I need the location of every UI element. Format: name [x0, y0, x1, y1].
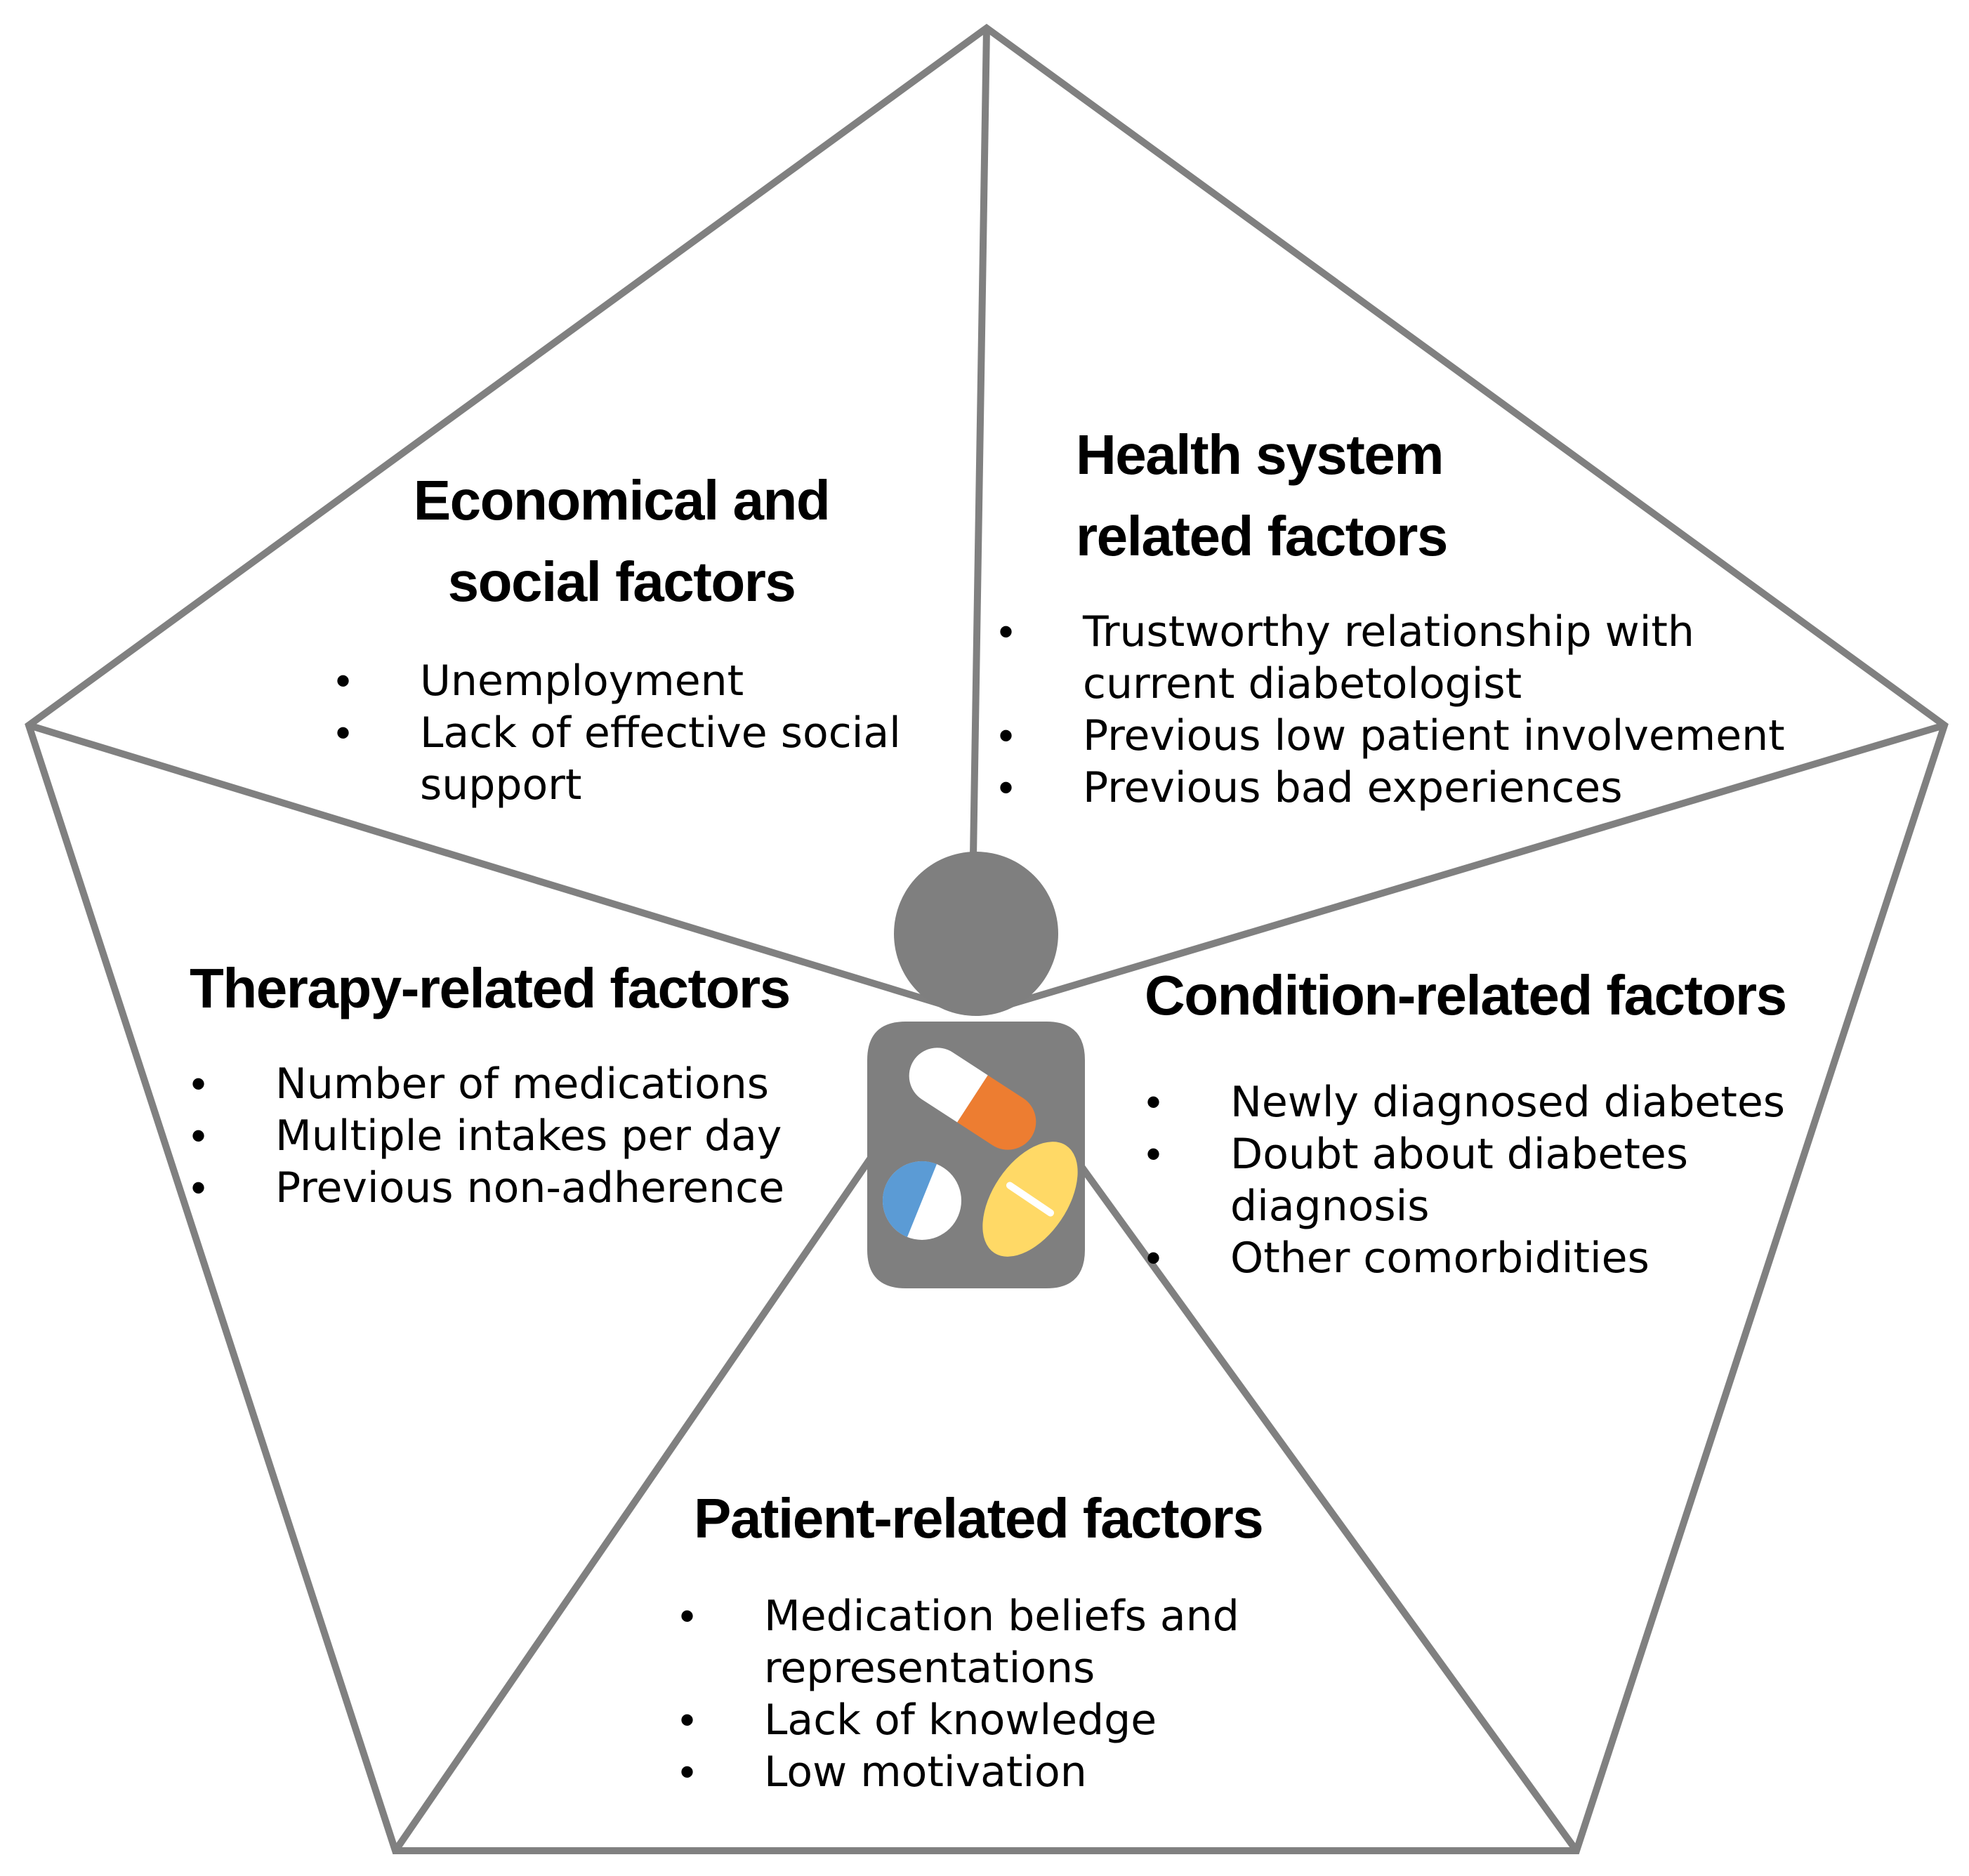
divider-top [970, 27, 990, 857]
list-item: Newly diagnosed diabetes [1146, 1076, 1785, 1128]
figure-head [894, 852, 1058, 1016]
section-title: Economical and social factors [413, 469, 831, 613]
list-item: Unemployment [336, 655, 901, 707]
section-title: Patient-related factors [694, 1487, 1264, 1550]
list-item: Trustworthy relationship with current di… [999, 606, 1785, 710]
list-item: Medication beliefs and representations [680, 1590, 1239, 1694]
section-therapy: Therapy-related factors [190, 948, 791, 1029]
factor-list-economical: Unemployment Lack of effective social su… [336, 655, 901, 811]
list-item: Number of medications [191, 1058, 784, 1110]
factor-list-therapy: Number of medications Multiple intakes p… [191, 1058, 784, 1214]
section-economical-social: Economical and social factors [383, 460, 860, 623]
list-item: Other comorbidities [1146, 1232, 1785, 1284]
capsule-pill-icon [909, 1048, 1036, 1150]
list-item: Previous bad experiences [999, 762, 1785, 814]
divider-bottom-left [392, 1135, 888, 1853]
section-title: Health system related factors [1076, 423, 1448, 567]
section-patient: Patient-related factors [694, 1478, 1264, 1559]
oval-pill-icon [982, 1142, 1078, 1257]
section-title: Therapy-related factors [190, 957, 791, 1019]
section-health-system: Health system related factors [1076, 414, 1448, 577]
patient-with-pills-icon [867, 852, 1085, 1288]
list-item: Previous non-adherence [191, 1162, 784, 1214]
list-item: Lack of effective social support [336, 707, 901, 811]
round-pill-icon [882, 1161, 961, 1240]
section-title: Condition-related factors [1145, 964, 1787, 1026]
factor-list-patient: Medication beliefs and representations L… [680, 1590, 1239, 1798]
divider-right [1010, 722, 1946, 1008]
list-item: Lack of knowledge [680, 1694, 1239, 1746]
list-item: Low motivation [680, 1746, 1239, 1798]
list-item: Doubt about diabetes diagnosis [1146, 1128, 1785, 1232]
section-condition: Condition-related factors [1145, 955, 1787, 1036]
list-item: Previous low patient involvement [999, 710, 1785, 762]
factor-list-health-system: Trustworthy relationship with current di… [999, 606, 1785, 814]
divider-left [27, 722, 942, 1008]
factor-list-condition: Newly diagnosed diabetes Doubt about dia… [1146, 1076, 1785, 1284]
list-item: Multiple intakes per day [191, 1110, 784, 1162]
